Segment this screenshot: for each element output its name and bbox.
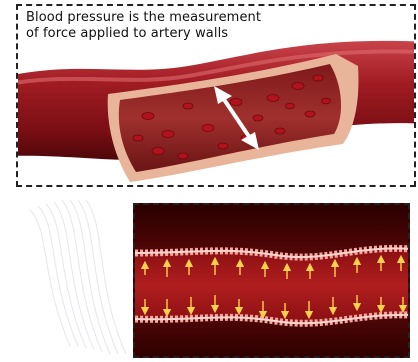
caption-line-1: Blood pressure is the measurement — [26, 10, 261, 25]
vessel-pressure-diagram — [135, 205, 410, 358]
caption-line-2: of force applied to artery walls — [26, 26, 228, 41]
vessel-lumen — [135, 248, 410, 323]
pressure-diagram-panel — [133, 203, 410, 358]
decorative-hatching — [8, 196, 138, 356]
caption: Blood pressure is the measurement of for… — [26, 10, 261, 42]
artery-illustration-panel: Blood pressure is the measurement of for… — [16, 4, 416, 187]
